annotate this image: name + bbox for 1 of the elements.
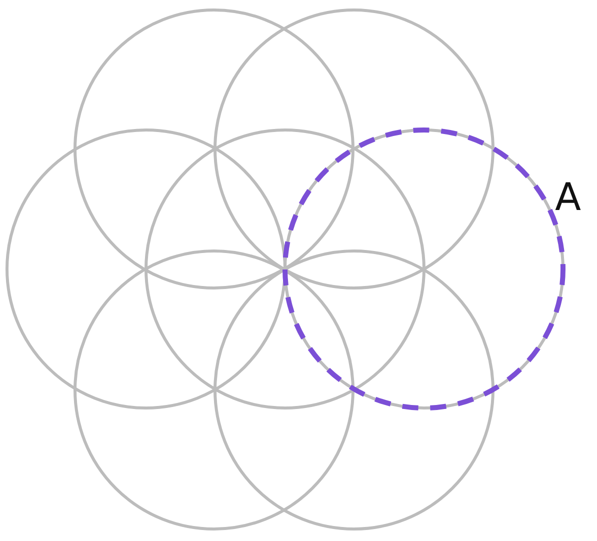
circle-label: A bbox=[555, 178, 581, 216]
